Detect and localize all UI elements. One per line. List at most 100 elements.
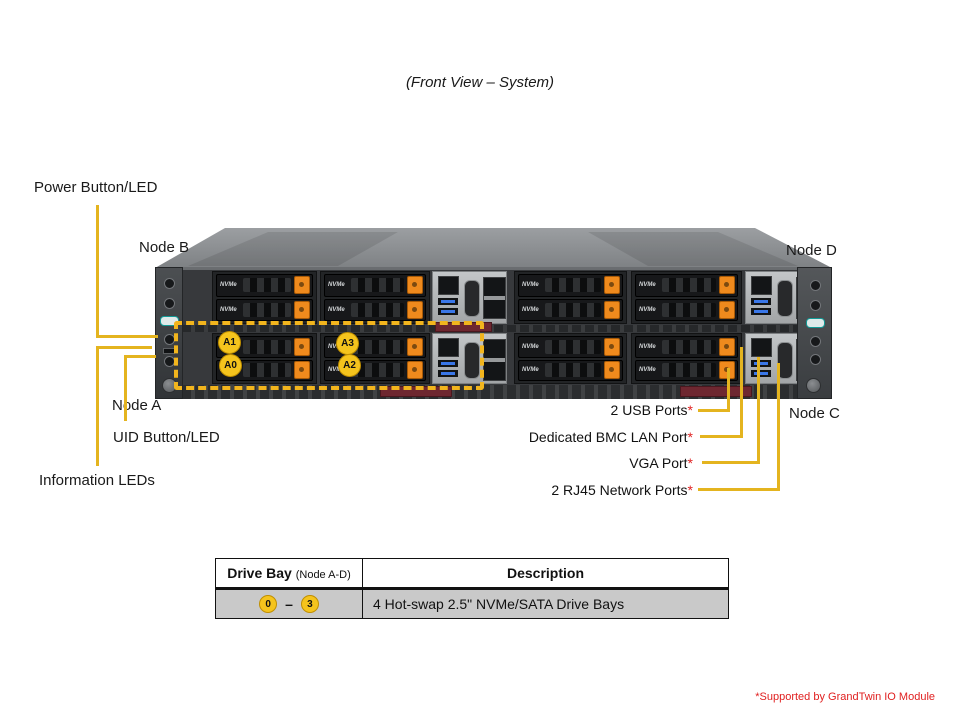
vga-port (464, 280, 480, 317)
drive-group: NVMe NVMe (212, 271, 317, 324)
label-node-c: Node C (789, 405, 840, 422)
header-text: Drive Bay (227, 565, 292, 581)
label-usb-ports: 2 USB Ports* (420, 402, 693, 418)
tray-vents (545, 302, 601, 317)
range-dash: – (285, 596, 293, 613)
drive-tray: NVMe (518, 274, 623, 297)
node-b-power-button (164, 278, 175, 289)
tray-vents (545, 363, 601, 378)
tray-latch (407, 361, 423, 380)
tray-latch (294, 276, 310, 295)
node-d-power-button (810, 280, 821, 291)
tray-vents (243, 302, 291, 317)
tray-latch (604, 337, 620, 356)
label-text: VGA Port (629, 455, 688, 471)
right-control-ear (797, 267, 832, 399)
bmc-lan-port (751, 276, 772, 295)
tray-vents (351, 363, 404, 378)
nvme-label: NVMe (328, 306, 345, 313)
callout-line-usb (727, 368, 730, 412)
tray-latch (719, 300, 735, 319)
bay-label-a0: A0 (219, 354, 242, 377)
callout-line-info-leds (96, 346, 152, 349)
nvme-label: NVMe (328, 367, 345, 374)
tray-vents (243, 363, 291, 378)
drive-tray: NVMe (216, 274, 313, 297)
node-a-highlight-box (174, 321, 484, 390)
drive-tray: NVMe (216, 298, 313, 321)
nvme-label: NVMe (639, 306, 656, 313)
callout-line-uid (124, 355, 156, 358)
label-power-button: Power Button/LED (34, 179, 158, 196)
callout-line-vga (757, 357, 760, 464)
description-cell: 4 Hot-swap 2.5" NVMe/SATA Drive Bays (362, 588, 729, 619)
callout-line-uid (124, 355, 127, 421)
tray-latch (604, 300, 620, 319)
drive-tray: NVMe (635, 274, 738, 297)
usb-port (438, 308, 458, 315)
node-c-uid-button (810, 354, 821, 365)
node-b-uid-button (164, 298, 175, 309)
tray-latch (407, 276, 423, 295)
callout-line-usb (698, 409, 730, 412)
callout-line-rj45 (777, 363, 780, 491)
nvme-label: NVMe (639, 343, 656, 350)
tray-latch (604, 361, 620, 380)
asterisk: * (687, 402, 693, 418)
usb-port (751, 370, 771, 377)
tray-vents (662, 363, 716, 378)
tray-vents (662, 278, 716, 293)
table-row: 0–3 4 Hot-swap 2.5" NVMe/SATA Drive Bays (215, 588, 729, 619)
drive-bay-table: Drive Bay (Node A-D) Description 0–3 4 H… (215, 558, 729, 619)
rj45-network-ports (483, 339, 506, 381)
usb-port (751, 298, 771, 305)
drive-group: NVMe NVMe (514, 333, 627, 384)
bay-label-a1: A1 (218, 331, 241, 354)
vga-port (777, 342, 793, 379)
page-title: (Front View – System) (405, 74, 555, 91)
release-handle (680, 386, 752, 397)
tray-latch (719, 276, 735, 295)
tray-vents (351, 339, 404, 354)
label-node-a: Node A (112, 397, 162, 414)
table-header-row: Drive Bay (Node A-D) Description (215, 558, 729, 590)
tray-latch (294, 337, 310, 356)
nvme-label: NVMe (220, 282, 237, 289)
drive-tray: NVMe (635, 336, 738, 358)
server-front-illustration: NVMe NVMe NVMe NVMe NVMe NVMe (148, 226, 838, 404)
label-vga-port: VGA Port* (420, 455, 693, 471)
vga-port (464, 342, 480, 379)
drive-bay-header-cell: Drive Bay (Node A-D) (215, 558, 363, 590)
bay-label-a2: A2 (338, 354, 361, 377)
nvme-label: NVMe (522, 282, 539, 289)
thumbscrew-icon (806, 378, 821, 393)
nvme-label: NVMe (639, 282, 656, 289)
bmc-lan-port (438, 338, 459, 357)
nvme-label: NVMe (522, 343, 539, 350)
description-header-cell: Description (362, 558, 729, 590)
bmc-lan-port (751, 338, 772, 357)
label-uid-button: UID Button/LED (113, 429, 220, 446)
usb-port (438, 360, 458, 367)
header-note: (Node A-D) (295, 569, 351, 581)
bay-label-a3: A3 (336, 332, 359, 355)
tray-vents (662, 302, 716, 317)
bmc-lan-port (438, 276, 459, 295)
callout-line-bmc-lan (700, 435, 743, 438)
nvme-label: NVMe (522, 367, 539, 374)
usb-port (438, 298, 458, 305)
callout-line-info-leds (96, 346, 99, 466)
tray-latch (294, 361, 310, 380)
nvme-label: NVMe (522, 306, 539, 313)
tray-latch (407, 300, 423, 319)
callout-line-rj45 (698, 488, 780, 491)
footnote: *Supported by GrandTwin IO Module (755, 691, 935, 703)
left-control-ear (155, 267, 183, 399)
tray-vents (545, 339, 601, 354)
tray-latch (294, 300, 310, 319)
drive-tray: NVMe (635, 298, 738, 321)
rj45-network-ports (483, 277, 506, 319)
nvme-label: NVMe (328, 282, 345, 289)
label-bmc-lan-port: Dedicated BMC LAN Port* (420, 429, 693, 445)
